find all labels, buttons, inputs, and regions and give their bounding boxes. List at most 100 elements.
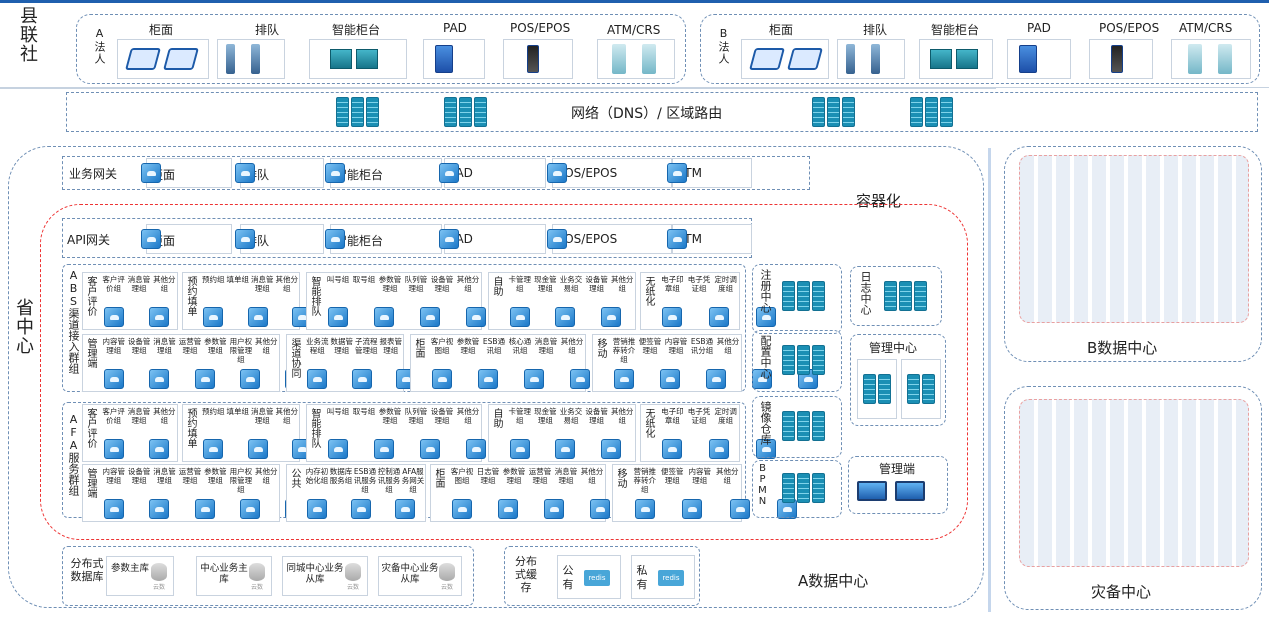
abs-item-label: 其他分组 [716,337,740,355]
abs-item-icon [524,369,544,389]
province-band [0,88,996,627]
server-icon [781,473,826,507]
business_gateway-item-icon [547,163,567,183]
kiosk-icon [871,44,880,74]
server-icon [781,411,826,445]
business_gateway-item-icon [325,163,345,183]
abs-item-label: 电子凭证组 [687,275,711,293]
database-icon [151,563,167,581]
abs-item-icon [706,369,726,389]
afa-block-label: 管理端 [85,468,96,498]
afa-item-label: 现金管理组 [534,407,557,425]
abs-item-label: 参数管理组 [204,337,227,355]
register-center-label: 注册中心 [759,269,772,313]
afa-block-label: 无纸化 [643,408,654,438]
afa-item-label: 其他分组 [580,467,604,485]
abs-item-label: 现金管理组 [534,275,557,293]
abs-item-label: 其他分组 [275,275,299,293]
afa-item-label: 客户评价组 [102,407,125,425]
pos-icon [527,45,539,73]
afa-row1-block: 客户评价客户评价组消息管理组其他分组 [82,404,215,462]
afa-item-label: 运营管理组 [178,467,202,485]
abs-item-label: 其他分组 [153,275,176,293]
laptop-icon [163,48,199,70]
afa-item-icon [149,499,170,519]
db-item-label: 参数主库 [110,563,149,574]
abs-item-label: 设备管理组 [127,337,151,355]
business_gateway-item-label: 智能柜台 [335,168,384,182]
distributed-db: 分布式数据库 [62,546,474,606]
distributed-cache-title: 分布式缓存 [515,555,537,594]
abs-row1-block: 智能排队叫号组取号组参数管理组队列管理组设备管理组其他分组 [306,272,578,330]
afa-item-icon [194,499,215,519]
abs-item-label: ESB通讯组 [482,337,506,355]
abs-block-label: 自助 [491,276,502,296]
abs-item-label: 报表管理组 [379,337,403,355]
abs-item-label: 设备管理组 [585,275,608,293]
database-icon [345,563,361,581]
database-icon-caption: 云数 [250,584,263,591]
afa-item-icon [709,439,729,459]
afa-item-label: 内存初始化组 [305,467,329,485]
afa-item-icon [662,439,683,459]
afa-item-label: 电子凭证组 [687,407,711,425]
abs-item-icon [660,369,680,389]
laptop-icon [787,48,823,70]
afa-item-icon [555,439,576,459]
pos-devices [503,39,573,79]
database-icon [439,563,455,581]
afa-item-icon [328,439,348,459]
abs-item-label: 设备管理组 [430,275,454,293]
abs-block-label: 客户评价 [85,276,96,316]
afa-item-label: 用户权限管理组 [229,467,253,494]
channel-label: ATM/CRS [607,23,661,37]
channel-label: 柜面 [769,23,794,37]
afa-item-icon [466,439,486,459]
server-icon [811,97,856,131]
queue-devices [837,39,905,79]
afa-item-label: ESB通讯服务组 [353,467,377,494]
afa-item-label: 控制通讯服务组 [377,467,401,494]
business-gateway-label: 业务网关 [69,167,118,181]
server-icon [883,281,928,315]
abs-block-label: 渠道协同 [289,338,300,378]
abs-item-icon [194,369,215,389]
network-bar: 网络（DNS）/ 区域路由 [66,92,1258,132]
abs-item-icon [351,369,372,389]
log-center: 日志中心 [850,266,942,326]
afa-block-label: 预约填单 [185,408,196,448]
abs-item-icon [103,307,124,327]
smart-counter-devices [309,39,407,79]
afa-item-label: 运营管理组 [528,467,552,485]
db-item: 参数主库云数 [106,556,174,596]
afa-item-icon [634,499,655,519]
abs-item-label: 队列管理组 [404,275,428,293]
business_gateway-item-icon [141,163,161,183]
afa-item-icon [544,499,564,519]
counter-devices [741,39,829,79]
abs-item-label: 消息管理组 [251,275,274,293]
abs-item-icon [432,369,452,389]
cabinet-icon [356,49,378,69]
afa-item-label: 消息管理组 [153,467,176,485]
channel-label: 柜面 [149,23,174,37]
api_gateway-item: 柜面 [141,224,232,254]
business_gateway-item-icon [667,163,687,183]
afa-item-label: 参数管理组 [378,407,402,425]
pos-icon [1111,45,1123,73]
abs-item-icon [509,307,530,327]
abs-item-label: 内容管理组 [664,337,688,355]
abs-block-label: 智能排队 [309,276,320,316]
kiosk-icon [251,44,260,74]
afa-item-icon [682,499,703,519]
afa-item-label: 日志管理组 [476,467,500,485]
abs-title: ABS渠道接入群组 [67,269,80,374]
server-icon [901,359,941,419]
abs-item-label: 用户权限管理组 [229,337,253,364]
monitor-icon [853,481,929,505]
abs-item-label: 消息管理组 [153,337,176,355]
mgmt-center-label: 管理中心 [869,341,918,355]
api_gateway-item-icon [667,229,687,249]
